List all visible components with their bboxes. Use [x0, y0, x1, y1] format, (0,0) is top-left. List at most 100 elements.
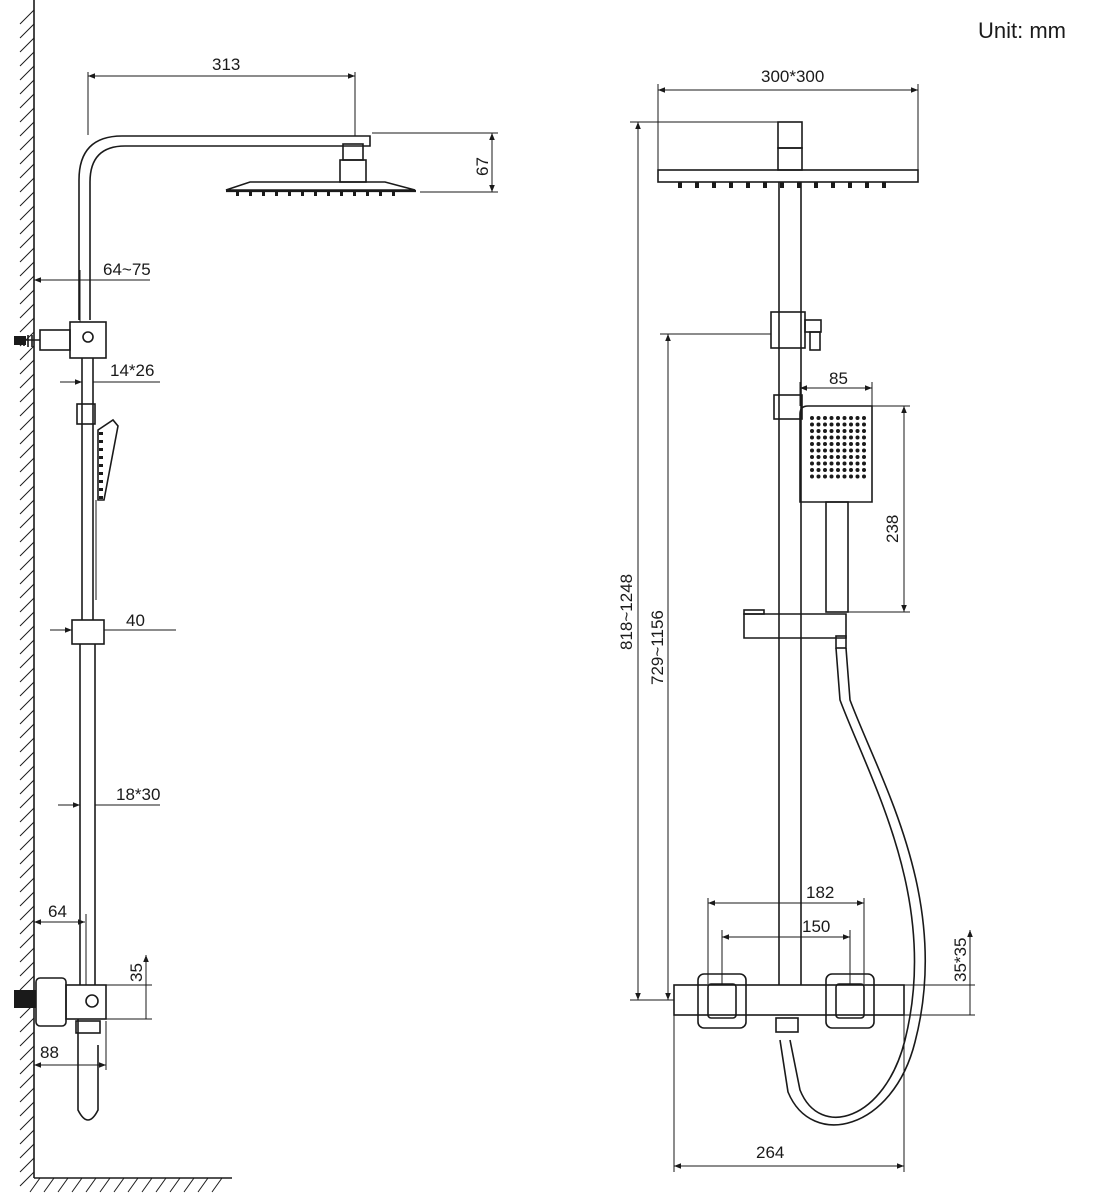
nozzle [695, 182, 699, 188]
spray-dot [829, 422, 834, 427]
spray-dot [816, 416, 821, 420]
wall-hatch-line [19, 639, 35, 655]
spray-dot [829, 474, 834, 479]
wall-hatch-line [19, 51, 35, 67]
spray-dot [816, 442, 821, 446]
nozzle [763, 182, 767, 188]
floor-hatch-line [29, 1177, 41, 1193]
spray-dot [849, 474, 853, 479]
wall-hatch-line [19, 1157, 35, 1173]
floor-hatch-line [113, 1177, 125, 1193]
spray-dot [849, 422, 853, 427]
wall-hatch-line [19, 121, 35, 137]
wall-hatch-line [19, 401, 35, 417]
wall-hatch-line [19, 709, 35, 725]
dim-wall-offset-valve: 64 [48, 902, 67, 921]
nozzle [353, 191, 356, 196]
spray-dot [862, 429, 866, 433]
wall-hatch-line [19, 65, 35, 81]
nozzle [797, 182, 801, 188]
nozzle [882, 182, 886, 188]
wall-bracket [14, 321, 107, 359]
wall-hatch-line [19, 555, 35, 571]
wall-hatch-line [19, 499, 35, 515]
spray-dot [855, 442, 860, 446]
dim-lower-tube: 18*30 [116, 785, 160, 804]
lower-tube [79, 644, 96, 985]
spray-dot [810, 468, 814, 472]
dim-hand-shower-width: 85 [829, 369, 848, 388]
nozzle [831, 182, 835, 188]
floor-hatch-line [57, 1177, 69, 1193]
wall-hatch-line [19, 891, 35, 907]
spray-dot [816, 435, 821, 440]
spray-dot [829, 442, 834, 446]
front-view: 300*300 818~1248 729~1156 85 238 182 15 [617, 67, 975, 1172]
nozzle [99, 456, 103, 459]
wall-hatch-line [19, 177, 35, 193]
spray-dot [855, 455, 860, 459]
floor-hatch-line [71, 1177, 83, 1193]
wall-hatch-line [19, 1087, 35, 1103]
nozzle [262, 191, 265, 196]
spray-dot [810, 455, 814, 459]
wall-hatch-line [19, 849, 35, 865]
shower-arm [78, 135, 416, 320]
hand-shower-front [799, 405, 873, 613]
spray-dot [836, 442, 840, 446]
floor-hatch-line [197, 1177, 209, 1193]
spray-dot [862, 474, 866, 479]
wall-hatch-line [19, 373, 35, 389]
wall-hatch-line [19, 1171, 35, 1187]
dim-head-size: 300*300 [761, 67, 824, 86]
floor-hatch-line [127, 1177, 139, 1193]
floor-hatch-line [155, 1177, 167, 1193]
wall-hatch-line [19, 625, 35, 641]
wall-hatch-line [19, 219, 35, 235]
wall-hatch-line [19, 751, 35, 767]
spray-dot [842, 416, 847, 420]
floor-hatch-line [169, 1177, 181, 1193]
spray-dot [862, 455, 866, 459]
spray-dot [842, 435, 847, 440]
wall-hatch-line [19, 289, 35, 305]
spray-dot [823, 442, 827, 446]
wall-hatch-line [19, 387, 35, 403]
spray-dot [849, 416, 853, 420]
spray-dot [829, 435, 834, 440]
wall-hatch-line [19, 233, 35, 249]
spray-dot [855, 435, 860, 440]
nozzle [379, 191, 382, 196]
spray-dot [810, 474, 814, 479]
wall-hatch-line [19, 275, 35, 291]
wall-hatch-line [19, 905, 35, 921]
spray-dot [829, 429, 834, 433]
dim-riser-height: 729~1156 [648, 610, 667, 685]
spray-dot [862, 435, 866, 440]
wall-hatch-line [19, 457, 35, 473]
nozzle [99, 464, 103, 467]
nozzle [275, 191, 278, 196]
spray-dot [849, 455, 853, 459]
spray-dot [823, 448, 827, 453]
spray-dot [855, 468, 860, 472]
nozzle [865, 182, 869, 188]
slider-bracket [71, 619, 105, 645]
nozzle [99, 448, 103, 451]
wall-hatch-line [19, 863, 35, 879]
spray-dot [829, 461, 834, 466]
spray-dot [849, 442, 853, 446]
spray-dot [842, 474, 847, 479]
wall-hatch-line [19, 205, 35, 221]
dim-valve-width: 264 [756, 1143, 784, 1162]
wall-hatch-line [19, 1045, 35, 1061]
dim-arm-length: 313 [212, 55, 240, 74]
dim-hand-shower-length: 238 [883, 515, 902, 543]
floor-hatch-line [85, 1177, 97, 1193]
wall-hatch-line [19, 723, 35, 739]
rain-head-front [657, 121, 919, 188]
spray-dot [842, 422, 847, 427]
upper-tube [76, 358, 96, 620]
spray-dot [816, 422, 821, 427]
nozzle [99, 440, 103, 443]
